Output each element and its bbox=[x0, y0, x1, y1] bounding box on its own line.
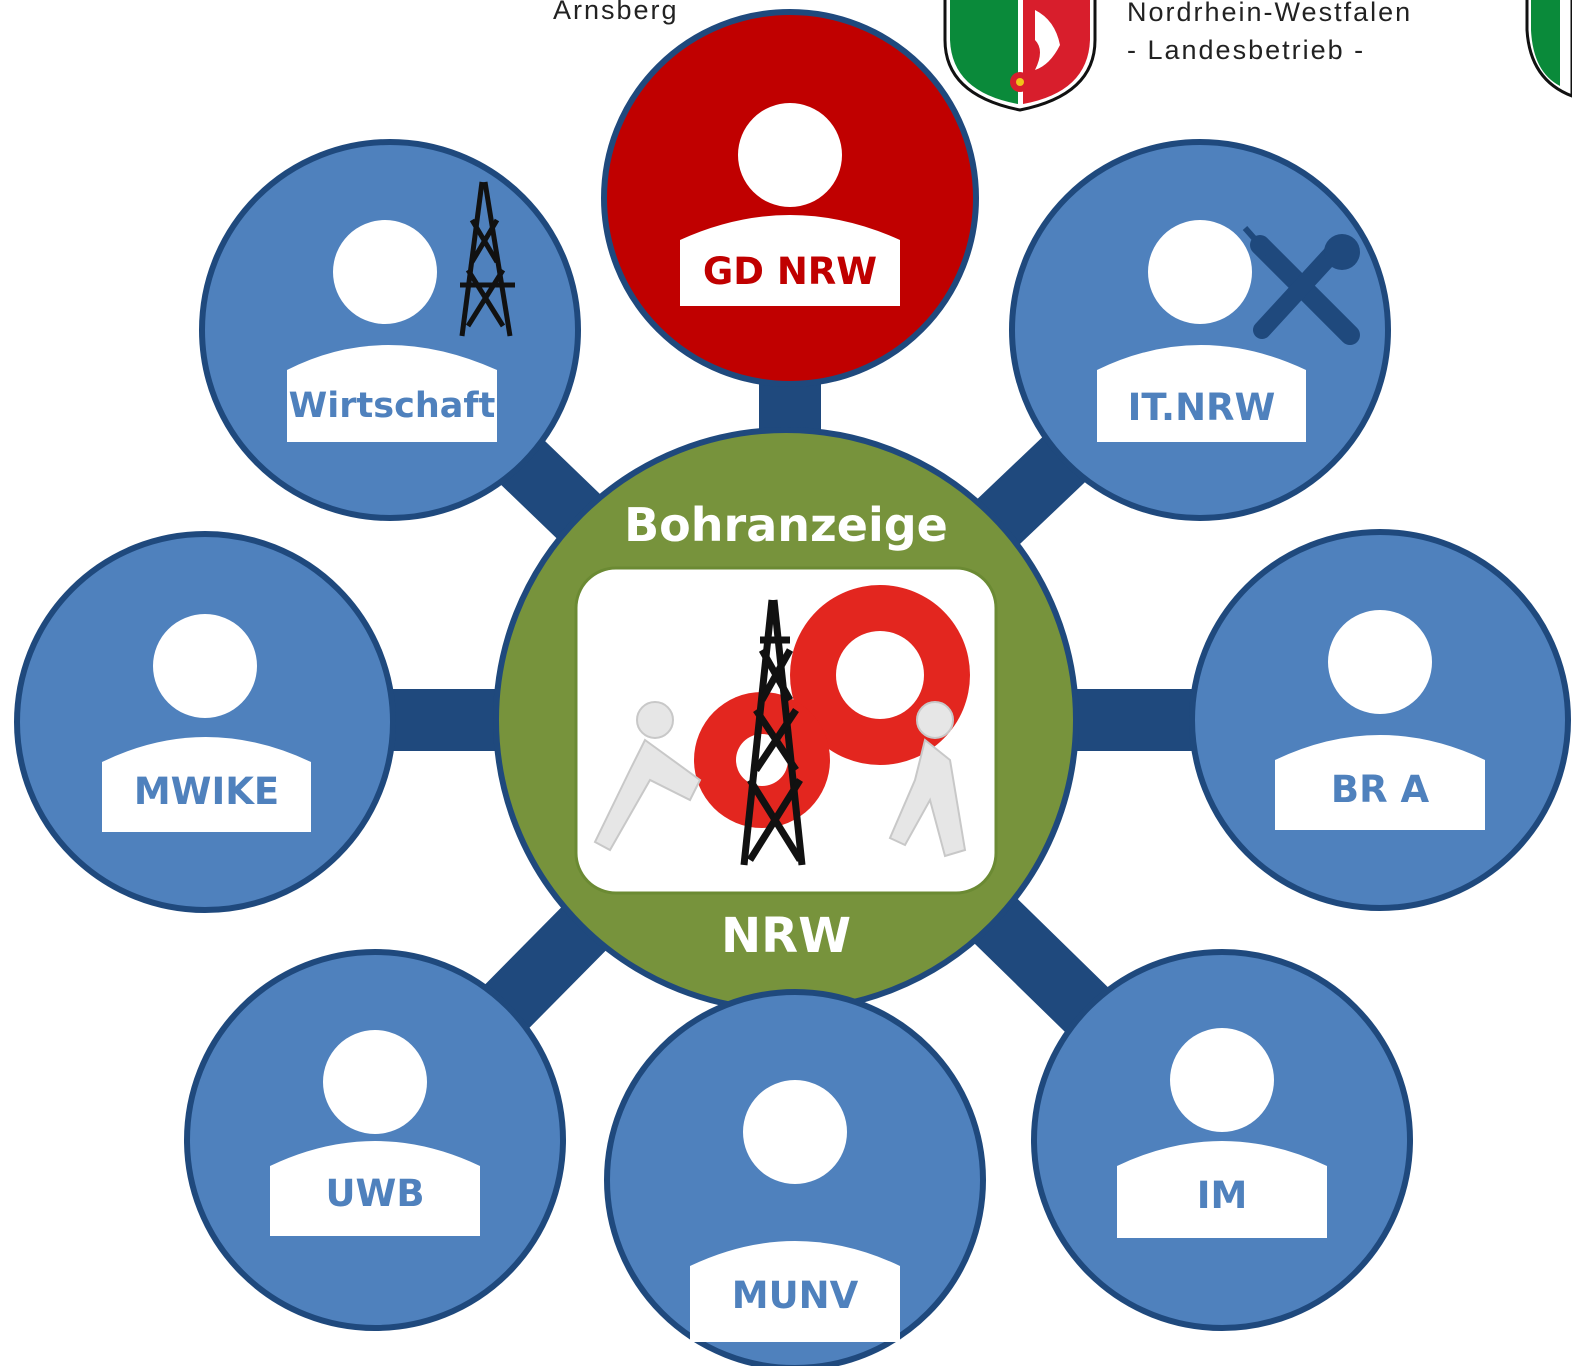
node-label-wirtschaft: Wirtschaft bbox=[288, 386, 496, 426]
node-label-br-a: BR A bbox=[1330, 768, 1430, 811]
nrw-crest-icon-right bbox=[1525, 0, 1572, 98]
drilling-rig-icon bbox=[740, 599, 806, 866]
person-figure-icon bbox=[593, 701, 967, 858]
header-subtitle: - Landesbetrieb - bbox=[1127, 35, 1366, 65]
center-subtitle: NRW bbox=[720, 908, 852, 964]
node-label-uwb: UWB bbox=[325, 1172, 425, 1215]
node-label-it-nrw: IT.NRW bbox=[1127, 386, 1276, 429]
center-title: Bohranzeige bbox=[624, 498, 948, 552]
node-label-mwike: MWIKE bbox=[133, 770, 280, 813]
node-label-gd-nrw: GD NRW bbox=[702, 250, 878, 293]
header-city: Arnsberg bbox=[553, 0, 679, 25]
nrw-crest-icon bbox=[943, 0, 1097, 112]
header-state: Nordrhein-Westfalen bbox=[1127, 0, 1413, 27]
node-label-munv: MUNV bbox=[731, 1274, 859, 1317]
node-label-im: IM bbox=[1196, 1174, 1248, 1217]
